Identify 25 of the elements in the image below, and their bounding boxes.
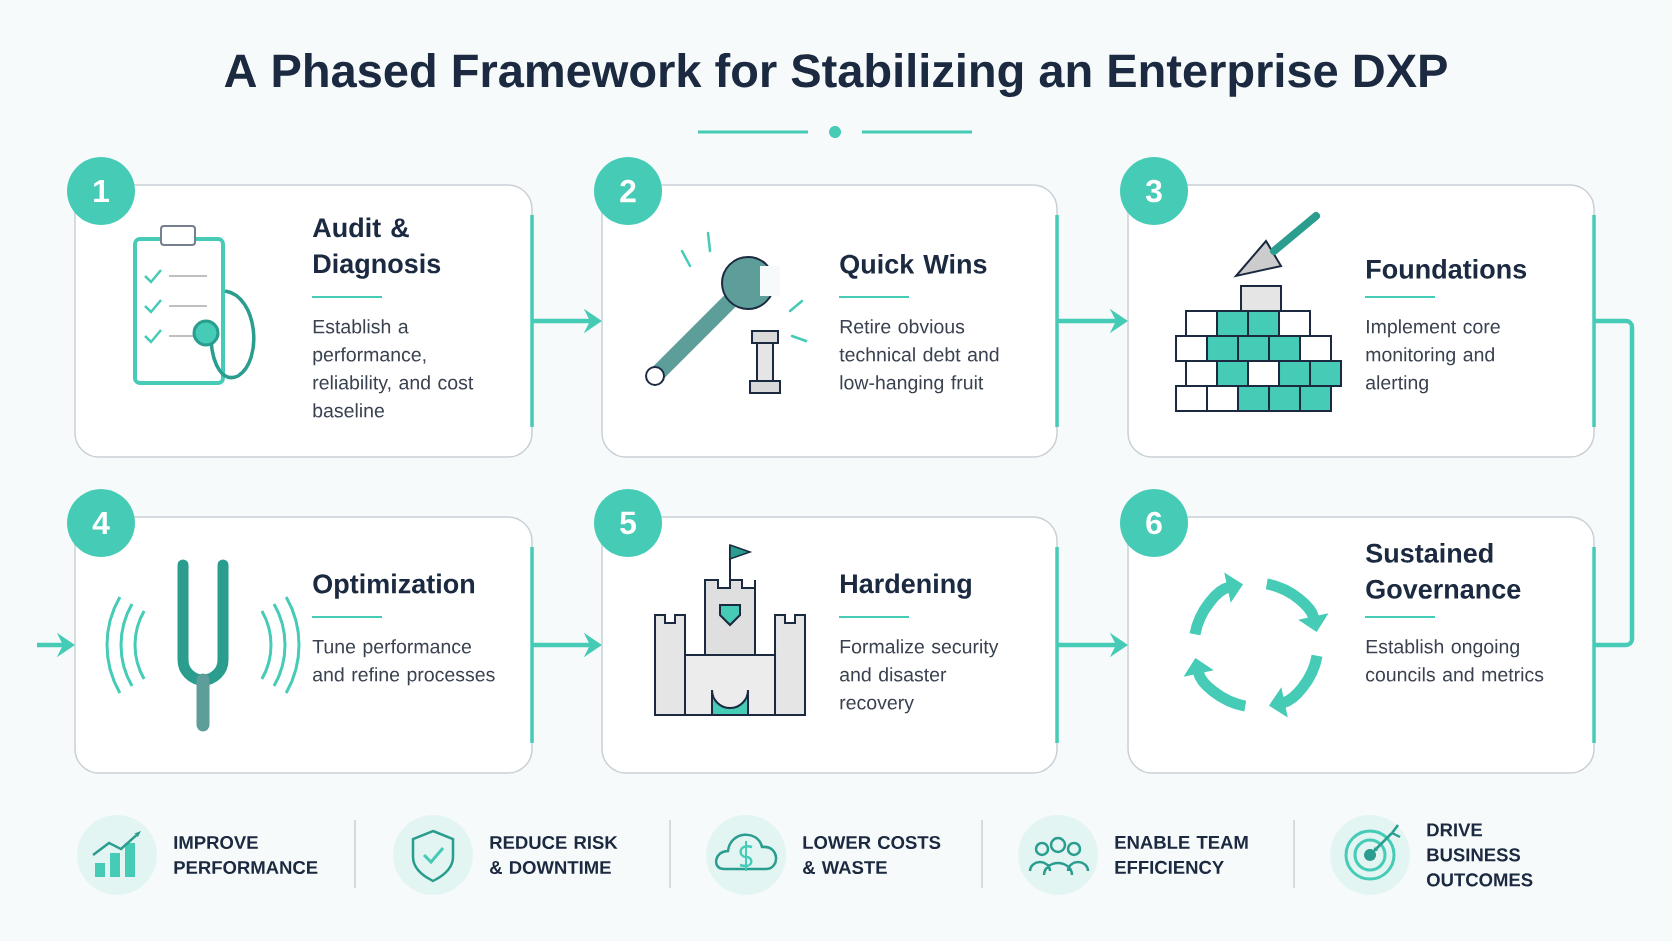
number-badge: 5: [594, 489, 662, 557]
card-title: Foundations: [1367, 258, 1527, 279]
benefit-label: REDUCE RISK & DOWNTIME: [490, 835, 618, 875]
benefit-label: LOWER COSTS & WASTE: [803, 835, 941, 875]
connector-line: [1594, 318, 1635, 648]
benefit-label: ENABLE TEAM EFFICIENCY: [1115, 836, 1248, 874]
card-title: Hardening: [841, 573, 971, 599]
card-text: Establish ongoing councils and metrics: [1366, 639, 1544, 682]
card-text: Implement core monitoring and alerting: [1366, 319, 1500, 394]
card-title: Audit & Diagnosis: [312, 217, 441, 279]
card-title: Optimization: [313, 573, 475, 599]
card-text: Retire obvious technical debt and low-hanging fruit: [839, 319, 999, 394]
card-text: Establish a performance, reliability, and cost baseline: [313, 319, 474, 418]
number-badge: 4: [67, 489, 135, 557]
number-badge: 3: [1120, 157, 1188, 225]
number-badge: 2: [594, 157, 662, 225]
benefit-label: IMPROVE PERFORMANCE: [174, 835, 318, 875]
card-text: Formalize security and disaster recovery: [840, 639, 999, 714]
card-title: Sustained Governance: [1366, 542, 1521, 599]
number-badge: 6: [1120, 489, 1188, 557]
card-text: Tune performance and refine processes: [312, 639, 495, 686]
number-badge: 1: [67, 157, 135, 225]
benefit-label: DRIVE BUSINESS OUTCOMES: [1426, 823, 1533, 887]
title: A Phased Framework for Stabilizing an Enterprise DXP: [224, 53, 1447, 97]
card-title: Quick Wins: [840, 253, 987, 279]
